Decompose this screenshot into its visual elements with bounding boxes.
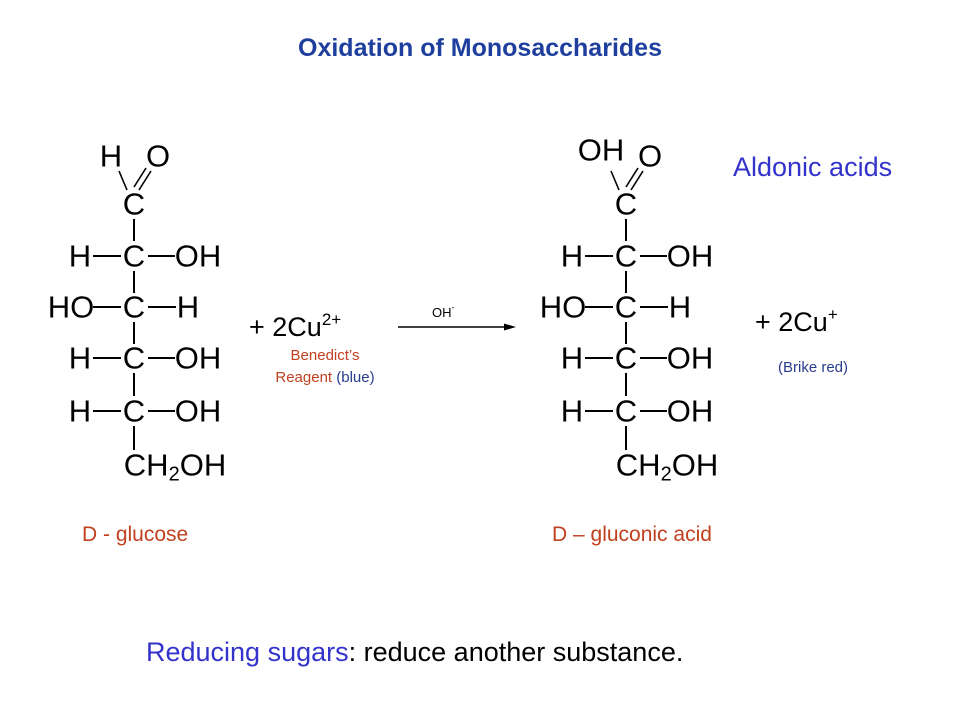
glucose-row4-left: H [68,393,92,429]
glucose-row1-left: H [68,238,92,274]
glucose-ch2oh: CH2OH [123,447,227,486]
aldonic-acids-label: Aldonic acids [733,152,893,182]
gluconic-double-bond-line-2 [625,167,639,188]
gluconic-row4-right: OH [666,393,714,429]
gluconic-c1: C [614,186,638,222]
reducing-sugars-term: Reducing sugars [146,637,349,667]
glucose-bond [93,306,121,308]
glucose-row4-c: C [122,393,146,429]
glucose-row3-c: C [122,340,146,376]
reagent-line-1: Benedict’s [290,347,360,364]
gluconic-row2-left: HO [539,289,587,325]
gluconic-bond [585,306,613,308]
glucose-bond [133,322,135,344]
gluconic-top-o: O [637,138,663,174]
gluconic-top-oh: OH [577,132,625,168]
gluconic-bond [640,410,667,412]
gluconic-row2-right: H [668,289,692,325]
reagent-line-2: Reagent (blue) [275,369,375,386]
glucose-bond [148,357,175,359]
gluconic-bond [625,322,627,344]
glucose-row3-left: H [68,340,92,376]
glucose-double-bond-line-1 [138,170,152,191]
gluconic-row4-c: C [614,393,638,429]
glucose-bond [148,255,175,257]
gluconic-bond [640,306,668,308]
glucose-row2-left: HO [47,289,95,325]
page-title: Oxidation of Monosaccharides [298,34,662,62]
reducing-sugars-definition: : reduce another substance. [348,637,684,667]
gluconic-bond [585,255,613,257]
glucose-row2-c: C [122,289,146,325]
glucose-top-o: O [145,138,171,174]
glucose-bond [133,426,135,450]
reaction-arrow-head [504,323,516,331]
glucose-bond [148,306,176,308]
gluconic-bond [625,426,627,450]
glucose-row1-right: OH [174,238,222,274]
gluconic-row3-c: C [614,340,638,376]
gluconic-ch2oh: CH2OH [615,447,719,486]
gluconic-bond [585,410,613,412]
gluconic-bond [640,255,667,257]
glucose-bond [93,410,121,412]
gluconic-row2-c: C [614,289,638,325]
gluconic-row1-c: C [614,238,638,274]
reducing-sugars-statement: Reducing sugars: reduce another substanc… [146,637,683,668]
product-color-note: (Brike red) [778,359,849,376]
gluconic-bond [625,219,627,241]
gluconic-bond [585,357,613,359]
gluconic-row3-left: H [560,340,584,376]
glucose-bond [133,373,135,396]
glucose-bond [93,255,121,257]
glucose-top-h: H [99,138,123,174]
glucose-c1: C [122,186,146,222]
glucose-double-bond-line-2 [133,167,147,188]
glucose-bond [133,219,135,241]
arrow-label: OH- [432,302,455,320]
gluconic-row3-right: OH [666,340,714,376]
gluconic-coh-bond [610,170,620,191]
gluconic-bond [640,357,667,359]
gluconic-name: D – gluconic acid [552,523,712,546]
glucose-bond [133,271,135,293]
gluconic-row1-right: OH [666,238,714,274]
gluconic-bond [625,271,627,293]
gluconic-bond [625,373,627,396]
gluconic-row4-left: H [560,393,584,429]
glucose-bond [93,357,121,359]
glucose-row2-right: H [176,289,200,325]
glucose-row3-right: OH [174,340,222,376]
glucose-ch-bond [118,170,128,191]
glucose-row1-c: C [122,238,146,274]
reagent-label: Benedict’s Reagent (blue) [240,345,410,389]
gluconic-double-bond-line-1 [630,170,644,191]
product-copper-ion: + 2Cu+ [755,304,838,337]
reactant-copper-ion: + 2Cu2+ [249,309,342,342]
glucose-name: D - glucose [82,523,189,546]
glucose-row4-right: OH [174,393,222,429]
gluconic-row1-left: H [560,238,584,274]
glucose-bond [148,410,175,412]
